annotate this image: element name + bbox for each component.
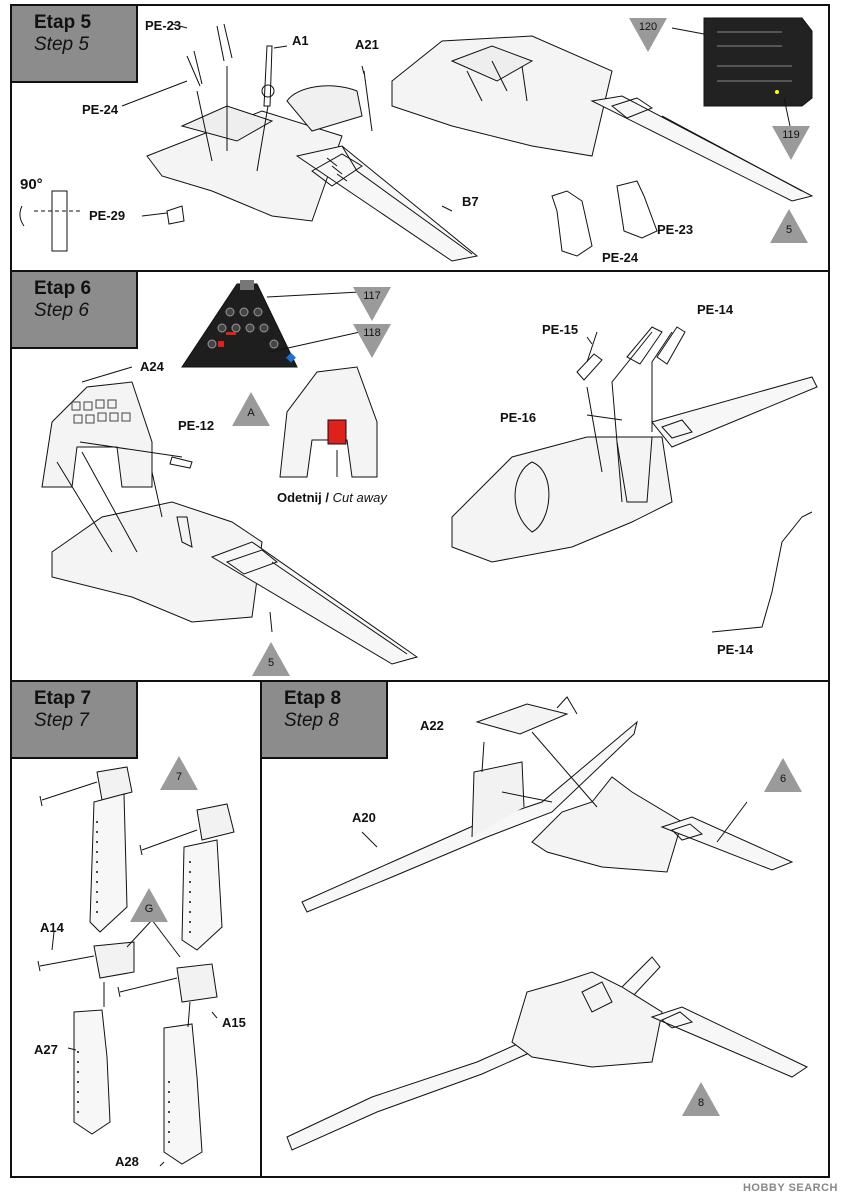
label-pe-15: PE-15 <box>542 322 579 337</box>
cut-away-note: Odetnij / Cut away <box>277 490 387 505</box>
label-pe-24: PE-24 <box>82 102 119 117</box>
label-pe-12: PE-12 <box>178 418 215 433</box>
step-6-header: Etap 6 Step 6 <box>12 272 138 349</box>
ref-triangle-5: 5 <box>770 209 808 243</box>
label-pe-14-detail: PE-14 <box>717 642 754 657</box>
ref-triangle-117: 117 <box>353 287 391 321</box>
step-6-subtitle: Step 6 <box>34 300 89 321</box>
step-8-panel: Etap 8 Step 8 A22 A20 6 8 <box>260 680 830 1178</box>
step-8-title: Etap 8 <box>284 688 342 709</box>
label-a22: A22 <box>420 718 444 733</box>
label-b7: B7 <box>462 194 479 209</box>
step-5-illustration <box>19 17 814 262</box>
label-pe-24-detail: PE-24 <box>602 250 639 265</box>
step-8-subtitle: Step 8 <box>284 710 339 731</box>
ref-triangle-g: G <box>130 888 168 922</box>
watermark: HOBBY SEARCH <box>742 1182 838 1194</box>
step-6-panel: Etap 6 Step 6 A24 PE-12 PE-15 PE-14 PE-1… <box>10 270 830 682</box>
ref-triangle-119: 119 <box>772 126 810 160</box>
ref-triangle-8: 8 <box>682 1082 720 1116</box>
step-5-panel: Etap 5 Step 5 PE-23 A1 A21 PE-24 90° PE-… <box>10 4 830 272</box>
label-angle: 90° <box>20 176 43 193</box>
step-5-header: Etap 5 Step 5 <box>12 6 138 83</box>
step-6-illustration <box>41 280 818 665</box>
ref-triangle-6: 6 <box>764 758 802 792</box>
label-a20: A20 <box>352 810 376 825</box>
label-a28: A28 <box>115 1154 139 1169</box>
label-pe-14: PE-14 <box>697 302 734 317</box>
label-a24: A24 <box>140 359 164 374</box>
step-8-illustration <box>286 696 809 1151</box>
label-a21: A21 <box>355 37 379 52</box>
ref-triangle-120: 120 <box>629 18 667 52</box>
step-6-title: Etap 6 <box>34 278 92 299</box>
label-a14: A14 <box>40 920 64 935</box>
step-7-illustration <box>37 766 235 1167</box>
ref-triangle-118: 118 <box>353 324 391 358</box>
label-pe-23-detail: PE-23 <box>657 222 694 237</box>
label-a15: A15 <box>222 1015 246 1030</box>
label-pe-29: PE-29 <box>89 208 126 223</box>
step-7-header: Etap 7 Step 7 <box>12 682 138 759</box>
ref-triangle-5: 5 <box>252 642 290 676</box>
label-pe-16: PE-16 <box>500 410 537 425</box>
step-5-title: Etap 5 <box>34 12 92 33</box>
label-a27: A27 <box>34 1042 58 1057</box>
step-7-panel: Etap 7 Step 7 A14 A15 A27 A28 7 G <box>10 680 262 1178</box>
cut-away-en: Cut away <box>332 490 387 505</box>
step-5-subtitle: Step 5 <box>34 34 89 55</box>
step-8-header: Etap 8 Step 8 <box>262 682 388 759</box>
ref-triangle-7: 7 <box>160 756 198 790</box>
step-7-subtitle: Step 7 <box>34 710 89 731</box>
ref-triangle-a: A <box>232 392 270 426</box>
cut-away-pl: Odetnij / <box>277 490 329 505</box>
label-pe-23: PE-23 <box>145 18 182 33</box>
label-a1: A1 <box>292 33 309 48</box>
step-7-title: Etap 7 <box>34 688 92 709</box>
